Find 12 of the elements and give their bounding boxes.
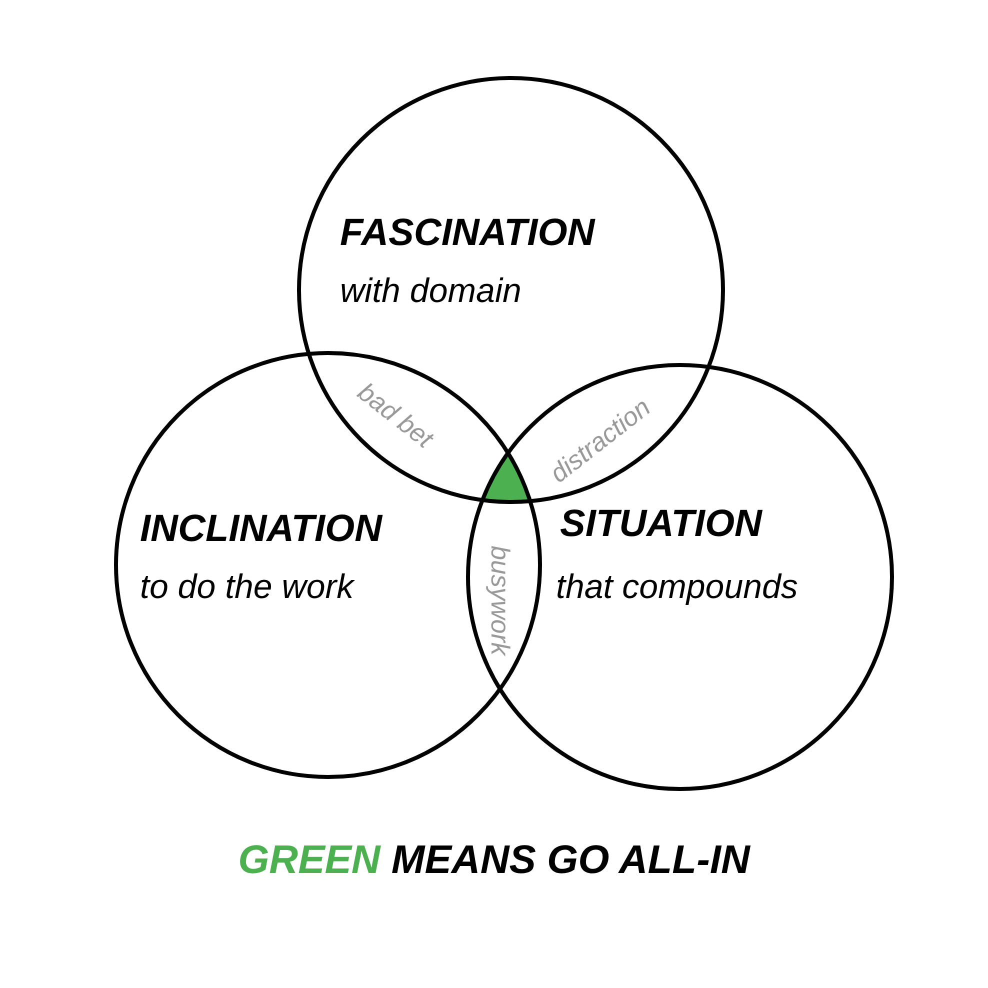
venn-circle	[466, 363, 894, 791]
circle-subtext: to do the work	[140, 568, 354, 607]
circle-subtext: with domain	[340, 272, 522, 311]
overlap-label: busywork	[484, 545, 516, 655]
legend-text: GREEN MEANS GO ALL-IN	[238, 838, 750, 882]
venn-circle	[297, 76, 725, 504]
circle-heading: FASCINATION	[340, 212, 595, 255]
circle-heading: INCLINATION	[140, 508, 382, 551]
circle-subtext: that compounds	[556, 568, 798, 607]
venn-circle	[114, 351, 542, 779]
overlap-label: bad bet	[351, 376, 439, 454]
circle-heading: SITUATION	[560, 503, 762, 546]
